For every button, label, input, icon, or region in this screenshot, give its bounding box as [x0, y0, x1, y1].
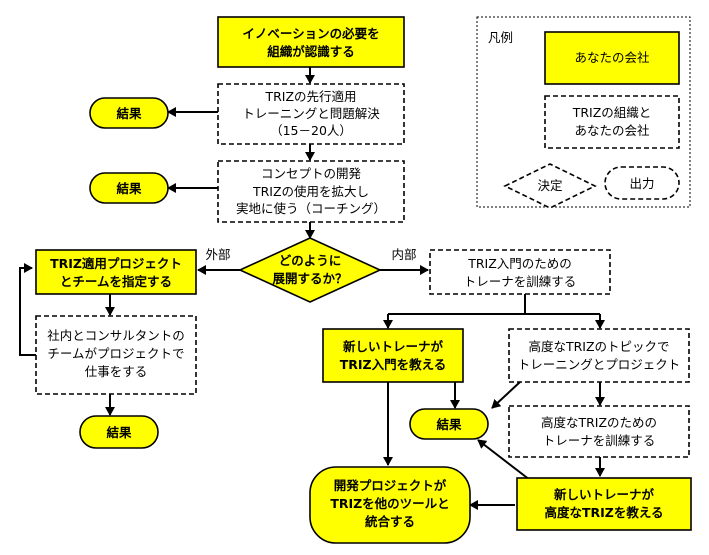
- node-advanced-topics: 高度なTRIZのトピックで トレーニングとプロジェクト: [508, 328, 690, 383]
- legend-output-shape: [604, 166, 680, 200]
- node-train-advanced: 高度なTRIZのための トレーナを訓練する: [508, 405, 690, 458]
- arrow-joint-loop: [19, 263, 36, 356]
- legend-output-label: 出力: [629, 176, 654, 191]
- concept-line-3: 実地に使う（コーチング）: [236, 201, 386, 216]
- node-new-trainer-intro: 新しいトレーナが TRIZ入門を教える: [322, 328, 464, 383]
- result-external-shape: [79, 415, 159, 449]
- need-line-1: イノベーションの必要を: [242, 26, 379, 41]
- need-line-2: 組織が認識する: [267, 44, 355, 59]
- new-trainer-intro-line-1: 新しいトレーナが: [343, 339, 444, 354]
- define-line-2: とチームを指定する: [60, 274, 172, 289]
- need-box: [217, 16, 405, 68]
- result-concept-label: 結果: [116, 181, 142, 196]
- legend-decision-diamond: [503, 163, 597, 209]
- connectors: [19, 67, 605, 510]
- concept-box: [217, 160, 405, 223]
- train-intro-line-2: トレーナを訓練する: [464, 274, 577, 289]
- result-internal-label: 結果: [436, 417, 462, 432]
- result-pilot-shape: [89, 97, 169, 129]
- legend-triz-org-label-2: あなたの会社: [574, 123, 649, 138]
- external-label: 外部: [205, 247, 230, 262]
- advanced-topics-box: [508, 328, 690, 383]
- node-need: イノベーションの必要を 組織が認識する: [217, 16, 405, 68]
- train-advanced-line-2: トレーナを訓練する: [543, 433, 656, 448]
- advanced-topics-line-1: 高度なTRIZのトピックで: [528, 339, 669, 354]
- integrate-line-2: TRIZを他のツールと: [330, 496, 449, 511]
- internal-label: 内部: [391, 247, 416, 262]
- joint-line-1: 社内とコンサルタントの: [47, 328, 185, 343]
- integrate-line-3: 統合する: [365, 514, 415, 529]
- legend-company-box: [544, 31, 680, 85]
- node-joint: 社内とコンサルタントの チームがプロジェクトで 仕事をする: [35, 315, 197, 395]
- legend-title: 凡例: [488, 30, 513, 45]
- joint-box: [35, 315, 197, 395]
- result-concept: 結果: [89, 172, 169, 204]
- result-internal-shape: [409, 408, 489, 440]
- result-concept-shape: [89, 172, 169, 204]
- pilot-line-2: トレーニングと問題解決: [242, 106, 380, 121]
- train-intro-box: [429, 249, 611, 295]
- train-advanced-box: [508, 405, 690, 458]
- new-trainer-advanced-line-1: 新しいトレーナが: [554, 487, 655, 502]
- node-train-intro: TRIZ入門のための トレーナを訓練する: [429, 249, 611, 295]
- legend-panel: 凡例 あなたの会社 TRIZの組織と あなたの会社 決定 出力: [476, 16, 691, 209]
- result-external: 結果: [79, 415, 159, 449]
- define-line-1: TRIZ適用プロジェクト: [50, 256, 182, 271]
- pilot-box: [217, 83, 405, 145]
- decision-line-2: 展開するか？: [272, 271, 347, 286]
- legend-triz-org-box: [544, 95, 680, 149]
- decision-diamond: [238, 237, 382, 303]
- result-pilot-label: 結果: [116, 106, 142, 121]
- node-integrate: 開発プロジェクトが TRIZを他のツールと 統合する: [309, 466, 471, 544]
- define-box: [35, 249, 197, 295]
- new-trainer-advanced-box: [516, 477, 692, 531]
- train-intro-line-1: TRIZ入門のための: [467, 256, 572, 271]
- concept-line-1: コンセプトの開発: [261, 166, 362, 181]
- concept-line-2: TRIZの使用を拡大し: [252, 184, 369, 199]
- pilot-line-3: （15－20人）: [270, 123, 352, 138]
- arrow-new-advanced-to-result: [477, 439, 531, 481]
- node-new-trainer-advanced: 新しいトレーナが 高度なTRIZを教える: [516, 477, 692, 531]
- result-internal: 結果: [409, 408, 489, 440]
- node-decision: どのように 展開するか？: [238, 237, 382, 303]
- legend-triz-org-label-1: TRIZの組織と: [572, 105, 652, 120]
- new-trainer-advanced-line-2: 高度なTRIZを教える: [545, 505, 664, 520]
- decision-line-1: どのように: [279, 253, 342, 268]
- advanced-topics-line-2: トレーニングとプロジェクト: [518, 357, 681, 372]
- result-pilot: 結果: [89, 97, 169, 129]
- train-advanced-line-1: 高度なTRIZのための: [541, 415, 657, 430]
- legend-company-label: あなたの会社: [574, 50, 649, 65]
- node-define: TRIZ適用プロジェクト とチームを指定する: [35, 249, 197, 295]
- legend-decision-label: 決定: [537, 178, 562, 193]
- node-concept: コンセプトの開発 TRIZの使用を拡大し 実地に使う（コーチング）: [217, 160, 405, 223]
- integrate-line-1: 開発プロジェクトが: [334, 478, 447, 493]
- joint-line-2: チームがプロジェクトで: [47, 346, 184, 361]
- joint-line-3: 仕事をする: [85, 364, 148, 379]
- arrow-advanced-to-result: [491, 381, 521, 409]
- new-trainer-intro-line-2: TRIZ入門を教える: [340, 357, 447, 372]
- integrate-shape: [309, 466, 471, 544]
- node-pilot: TRIZの先行適用 トレーニングと問題解決 （15－20人）: [217, 83, 405, 145]
- result-external-label: 結果: [106, 425, 132, 440]
- pilot-line-1: TRIZの先行適用: [264, 89, 356, 104]
- new-trainer-intro-box: [322, 328, 464, 383]
